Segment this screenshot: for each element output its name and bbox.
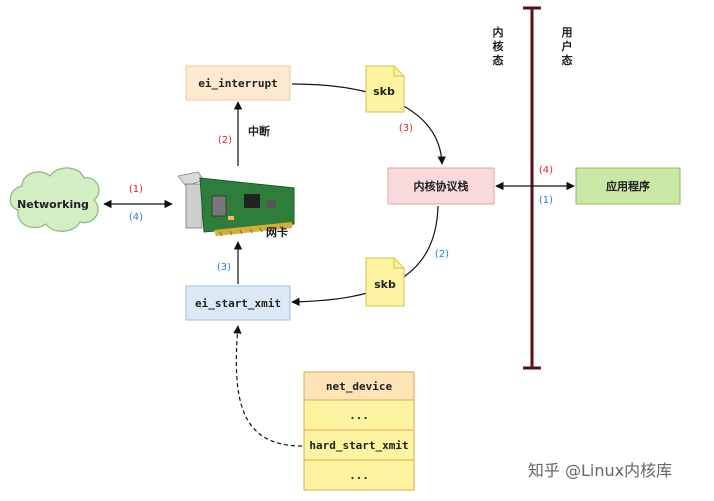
protocol-stack-box xyxy=(387,167,495,205)
svg-text:态: 态 xyxy=(493,53,504,67)
ei-start-xmit-label: ei_start_xmit xyxy=(195,297,281,310)
skb-bottom-label: skb xyxy=(374,278,396,291)
skb-top-label: skb xyxy=(373,85,395,98)
step-blue-1: (1) xyxy=(539,195,553,206)
ei-interrupt-label: ei_interrupt xyxy=(198,77,277,90)
step-blue-2: (2) xyxy=(435,249,449,260)
step-blue-4: (4) xyxy=(129,212,143,223)
net-device-row: hard_start_xmit xyxy=(309,439,408,452)
hard-start-xmit-pointer xyxy=(233,325,303,447)
interrupt-label: 中断 xyxy=(248,124,270,138)
svg-text:态: 态 xyxy=(562,53,573,67)
networking-cloud: Networking xyxy=(9,167,100,232)
nic-label: 网卡 xyxy=(266,225,288,239)
user-space-label: 用 户 态 xyxy=(562,26,573,67)
skb-bottom-document: skb xyxy=(365,257,405,307)
step-red-1: (1) xyxy=(129,184,143,195)
net-device-struct: net_device ... hard_start_xmit ... xyxy=(303,371,415,491)
svg-text:户: 户 xyxy=(562,39,573,53)
svg-text:核: 核 xyxy=(493,39,504,53)
net-device-row: ... xyxy=(349,469,369,482)
step-blue-3: (3) xyxy=(217,262,231,273)
protocol-stack-label: 内核协议栈 xyxy=(414,179,469,193)
svg-text:用: 用 xyxy=(562,26,573,39)
step-red-3: (3) xyxy=(399,123,413,134)
watermark: 知乎 @Linux内核库 xyxy=(528,461,672,480)
networking-label: Networking xyxy=(17,198,89,211)
stack-xmit-arrow xyxy=(291,205,439,307)
ei-start-xmit-box xyxy=(185,285,291,321)
skb-top-document: skb xyxy=(365,65,405,113)
net-device-row: ... xyxy=(349,409,369,422)
nic-card-image xyxy=(177,171,295,237)
net-device-title: net_device xyxy=(326,380,393,393)
ei-interrupt-box xyxy=(185,65,291,101)
application-box xyxy=(575,167,681,205)
svg-text:内: 内 xyxy=(493,25,504,39)
step-red-2: (2) xyxy=(218,135,232,146)
application-label: 应用程序 xyxy=(606,179,650,193)
kernel-space-label: 内 核 态 xyxy=(493,25,504,67)
step-red-4: (4) xyxy=(539,165,553,176)
